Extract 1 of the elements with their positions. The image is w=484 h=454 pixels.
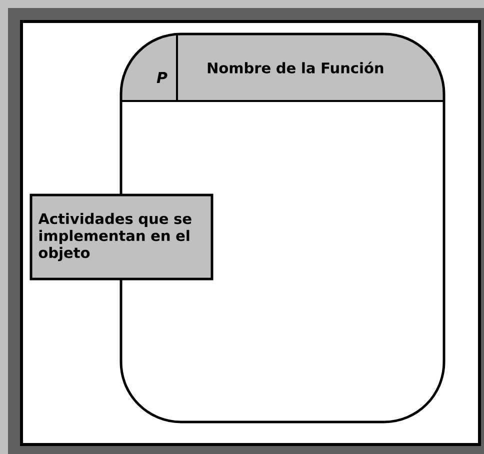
activity-box: Actividades que se implementan en el objeto — [30, 194, 214, 280]
